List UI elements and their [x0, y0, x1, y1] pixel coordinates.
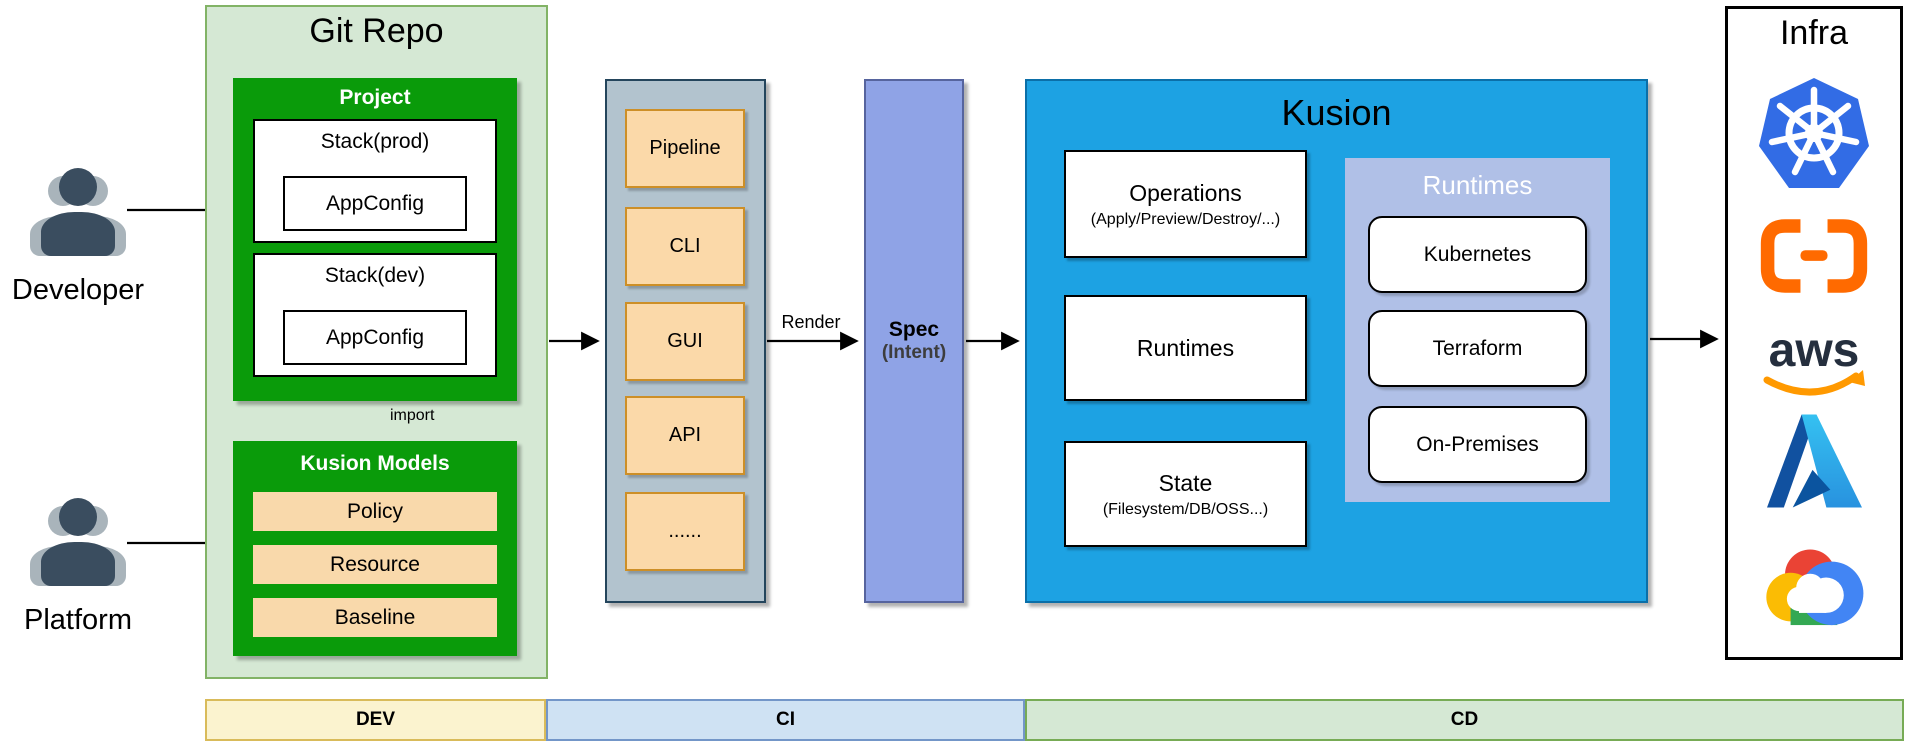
runtimes-box: Runtimes	[1064, 295, 1307, 401]
developer-icon	[28, 168, 128, 260]
runtimes-panel-title: Runtimes	[1422, 170, 1533, 200]
platform-label: Platform	[24, 604, 132, 636]
spec-box: Spec (Intent)	[864, 79, 964, 603]
state-box: State (Filesystem/DB/OSS...)	[1064, 441, 1307, 547]
azure-icon	[1767, 414, 1862, 508]
git-repo-title: Git Repo	[309, 12, 444, 50]
runtime-terraform: Terraform	[1368, 310, 1587, 387]
person-front	[41, 498, 115, 586]
kusion-models-title: Kusion Models	[300, 452, 450, 475]
stage-band-ci: CI	[546, 699, 1025, 741]
operations-box: Operations (Apply/Preview/Destroy/...)	[1064, 150, 1307, 258]
google-cloud-icon	[1766, 549, 1864, 626]
stage-band-cd: CD	[1025, 699, 1904, 741]
interface-pipeline: Pipeline	[625, 109, 745, 188]
state-title: State	[1158, 469, 1213, 496]
state-subtitle: (Filesystem/DB/OSS...)	[1102, 500, 1269, 518]
stack-prod-label: Stack(prod)	[320, 130, 430, 153]
model-row-policy: Policy	[253, 492, 497, 531]
alibaba-cloud-icon	[1760, 219, 1868, 293]
infra-title: Infra	[1779, 14, 1849, 52]
spec-title: Spec	[888, 318, 940, 341]
appconfig-prod-box: AppConfig	[283, 176, 467, 231]
model-row-baseline: Baseline	[253, 598, 497, 637]
runtime-kubernetes: Kubernetes	[1368, 216, 1587, 293]
spec-subtitle: (Intent)	[881, 342, 947, 363]
stack-dev-label: Stack(dev)	[324, 264, 426, 287]
interface-gui: GUI	[625, 302, 745, 381]
operations-title: Operations	[1129, 179, 1242, 206]
runtime-onpremises: On-Premises	[1368, 406, 1587, 483]
model-row-resource: Resource	[253, 545, 497, 584]
interface-api: API	[625, 396, 745, 475]
platform-icon	[28, 498, 128, 590]
operations-subtitle: (Apply/Preview/Destroy/...)	[1090, 210, 1281, 228]
interface-more: ......	[625, 492, 745, 571]
stage-band-dev: DEV	[205, 699, 546, 741]
kubernetes-icon	[1759, 78, 1869, 188]
aws-logo-text: aws	[1769, 324, 1860, 377]
appconfig-dev-box: AppConfig	[283, 310, 467, 365]
person-front	[41, 168, 115, 256]
project-title: Project	[339, 86, 411, 109]
developer-label: Developer	[11, 274, 145, 306]
kusion-title: Kusion	[1281, 92, 1392, 133]
import-label: import	[390, 407, 435, 424]
aws-icon: aws	[1763, 324, 1865, 396]
interface-cli: CLI	[625, 207, 745, 286]
render-label: Render	[781, 312, 841, 332]
